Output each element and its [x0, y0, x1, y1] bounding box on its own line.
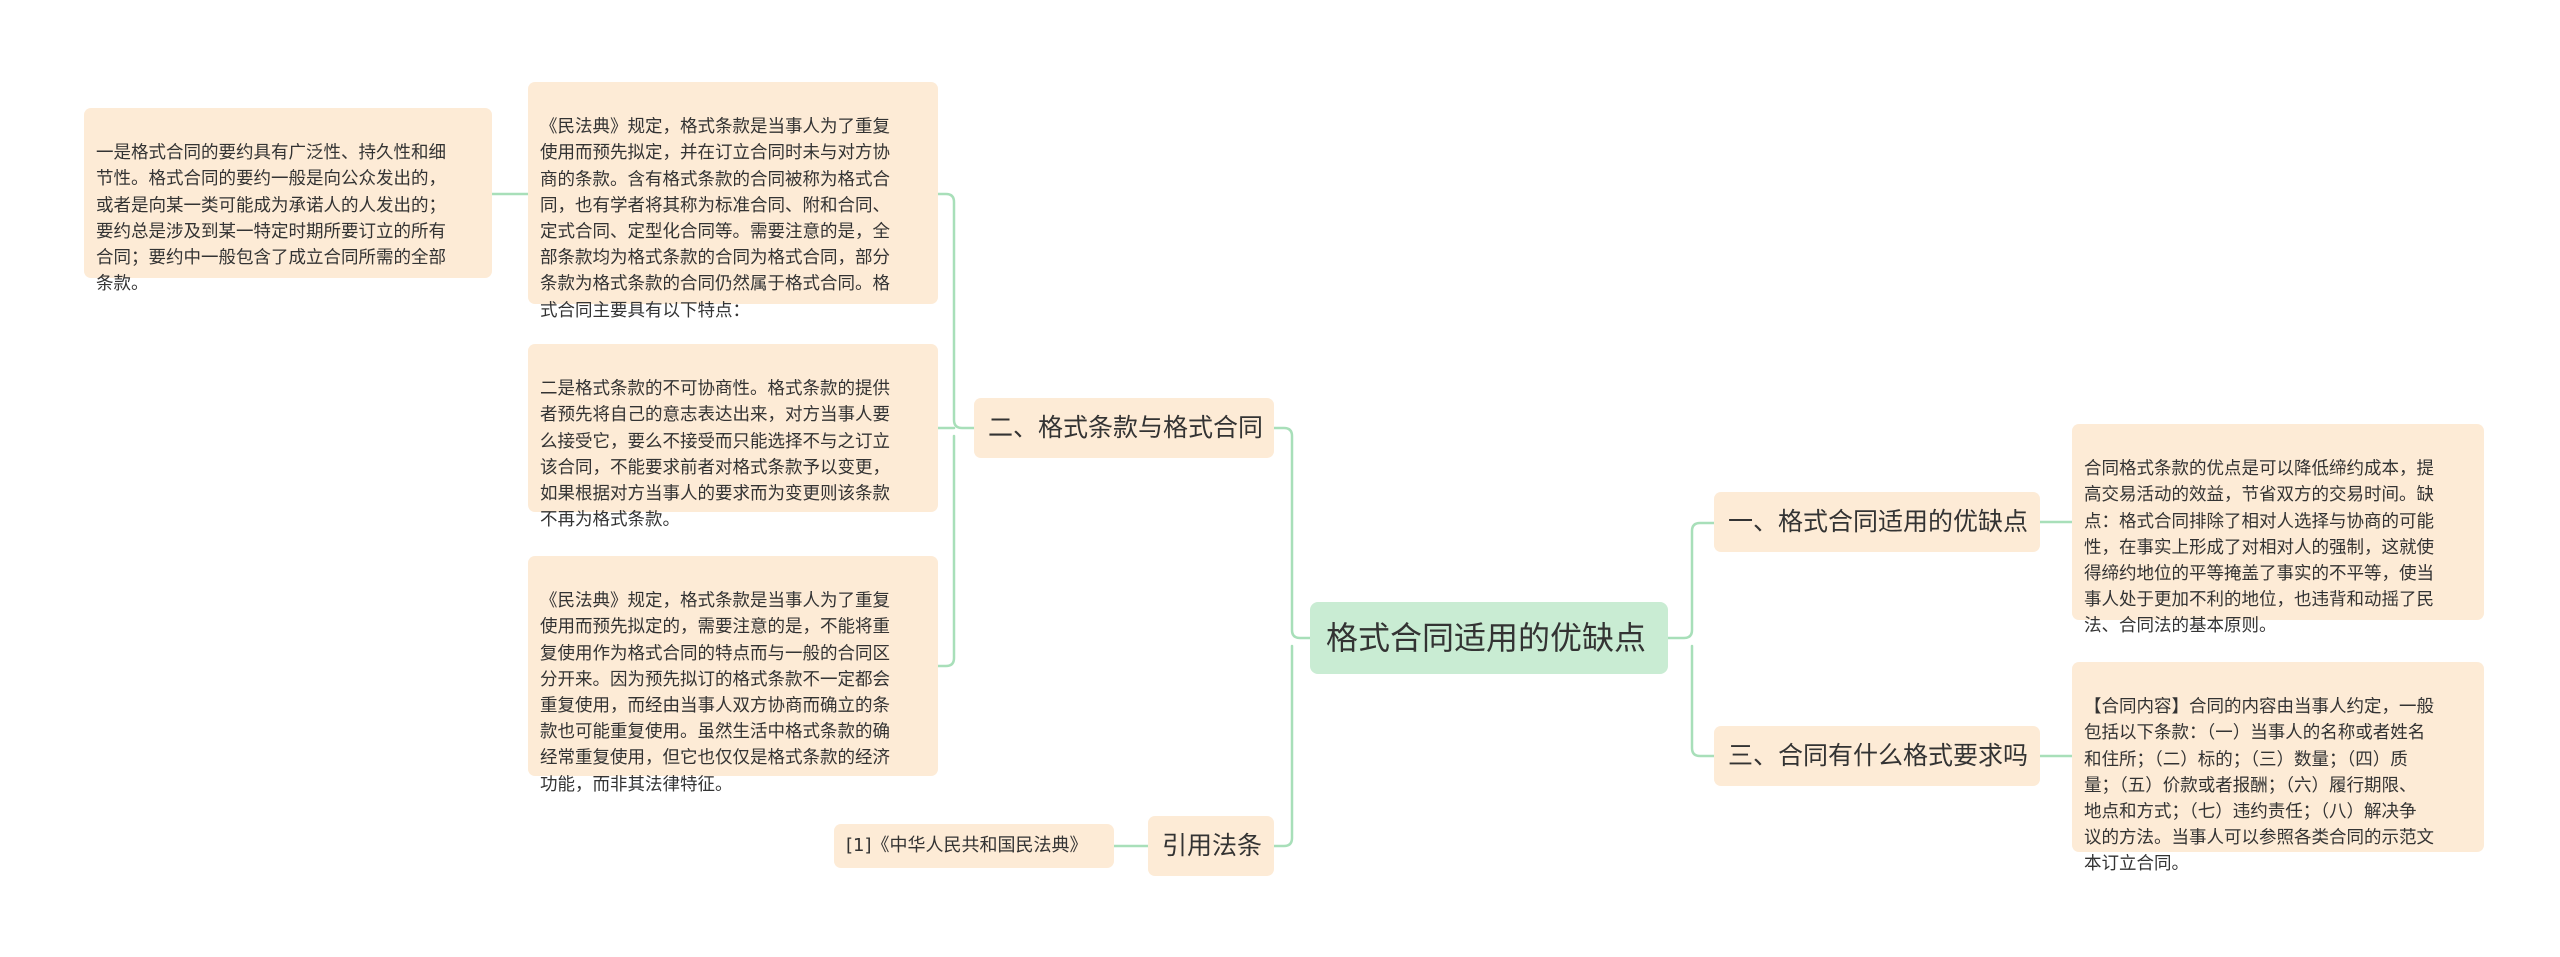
branch-cited-law[interactable]: 引用法条: [1148, 816, 1274, 876]
leaf-text: 合同格式条款的优点是可以降低缔约成本，提 高交易活动的效益，节省双方的交易时间。…: [2084, 459, 2434, 637]
branch-advantages-disadvantages[interactable]: 一、格式合同适用的优缺点: [1714, 492, 2040, 552]
root-node[interactable]: 格式合同适用的优缺点: [1310, 602, 1668, 674]
branch-label: 一、格式合同适用的优缺点: [1728, 507, 2029, 536]
leaf-repeated-use[interactable]: 《民法典》规定，格式条款是当事人为了重复 使用而预先拟定的，需要注意的是，不能将…: [528, 556, 938, 795]
leaf-offer-characteristics[interactable]: 一是格式合同的要约具有广泛性、持久性和细 节性。格式合同的要约一般是向公众发出的…: [84, 108, 492, 294]
leaf-text: 【合同内容】合同的内容由当事人约定，一般 包括以下条款：（一）当事人的名称或者姓…: [2084, 697, 2434, 875]
leaf-contract-content[interactable]: 【合同内容】合同的内容由当事人约定，一般 包括以下条款：（一）当事人的名称或者姓…: [2072, 662, 2484, 874]
branch-format-requirements[interactable]: 三、合同有什么格式要求吗: [1714, 726, 2040, 786]
leaf-text: [1]《中华人民共和国民法典》: [846, 835, 1088, 856]
root-label: 格式合同适用的优缺点: [1326, 619, 1647, 657]
leaf-text: 《民法典》规定，格式条款是当事人为了重复 使用而预先拟定，并在订立合同时未与对方…: [540, 117, 890, 321]
leaf-text: 《民法典》规定，格式条款是当事人为了重复 使用而预先拟定的，需要注意的是，不能将…: [540, 591, 890, 795]
branch-label: 二、格式条款与格式合同: [988, 413, 1264, 442]
leaf-civil-code-reference[interactable]: [1]《中华人民共和国民法典》: [834, 824, 1114, 868]
branch-format-clause[interactable]: 二、格式条款与格式合同: [974, 398, 1274, 458]
leaf-pros-cons[interactable]: 合同格式条款的优点是可以降低缔约成本，提 高交易活动的效益，节省双方的交易时间。…: [2072, 424, 2484, 636]
leaf-text: 一是格式合同的要约具有广泛性、持久性和细 节性。格式合同的要约一般是向公众发出的…: [96, 143, 446, 295]
leaf-text: 二是格式条款的不可协商性。格式条款的提供 者预先将自己的意志表达出来，对方当事人…: [540, 379, 890, 531]
branch-label: 引用法条: [1162, 831, 1263, 860]
leaf-civil-code-definition[interactable]: 《民法典》规定，格式条款是当事人为了重复 使用而预先拟定，并在订立合同时未与对方…: [528, 82, 938, 321]
leaf-non-negotiable[interactable]: 二是格式条款的不可协商性。格式条款的提供 者预先将自己的意志表达出来，对方当事人…: [528, 344, 938, 530]
branch-label: 三、合同有什么格式要求吗: [1728, 741, 2029, 770]
